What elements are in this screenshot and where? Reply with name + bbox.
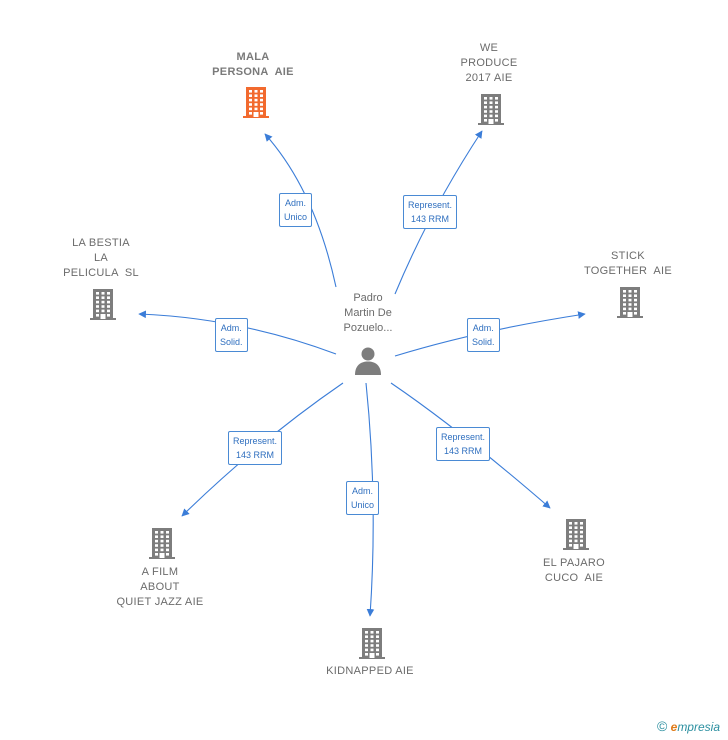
company-label-kidnapped[interactable]: KIDNAPPED AIE xyxy=(326,665,414,677)
building-icon[interactable] xyxy=(474,92,508,126)
person-icon[interactable] xyxy=(353,345,383,375)
building-icon[interactable] xyxy=(355,626,389,660)
footer-brand: © empresia xyxy=(657,718,720,734)
edge-label-weproduce: Represent.143 RRM xyxy=(403,195,458,229)
building-icon[interactable] xyxy=(613,285,647,319)
edge-label-kidnapped: Adm.Unico xyxy=(346,481,380,515)
edge-label-mala: Adm.Unico xyxy=(279,193,313,227)
building-icon[interactable] xyxy=(239,85,273,119)
edge-label-labestia: Adm.Solid. xyxy=(215,318,248,352)
copyright-symbol: © xyxy=(656,718,668,734)
edge-label-afilm: Represent.143 RRM xyxy=(228,431,283,465)
building-icon[interactable] xyxy=(86,287,120,321)
brand-logo: empresia xyxy=(670,720,720,734)
building-icon[interactable] xyxy=(145,526,179,560)
building-icon[interactable] xyxy=(559,517,593,551)
edge-label-stick: Adm.Solid. xyxy=(467,318,500,352)
edge-label-elpajaro: Represent.143 RRM xyxy=(436,427,491,461)
